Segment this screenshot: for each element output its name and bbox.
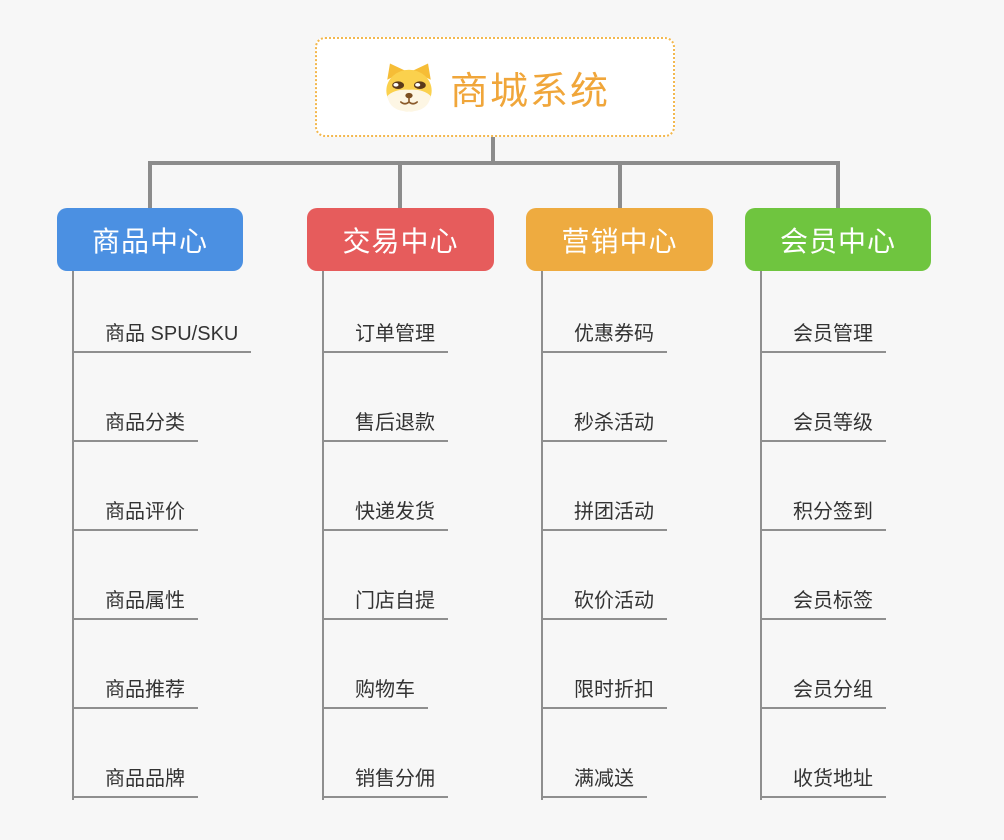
leaf-node[interactable]: 订单管理 <box>322 317 448 353</box>
root-node[interactable]: 商城系统 <box>315 37 675 137</box>
leaf-node[interactable]: 拼团活动 <box>541 495 667 531</box>
leaf-node[interactable]: 会员分组 <box>760 673 886 709</box>
leaf-node[interactable]: 满减送 <box>541 762 647 798</box>
leaf-node[interactable]: 会员管理 <box>760 317 886 353</box>
leaf-node[interactable]: 商品 SPU/SKU <box>72 317 252 353</box>
branch-label: 商品中心 <box>91 225 208 257</box>
branch-node-product-center[interactable]: 商品中心 <box>57 208 243 271</box>
connector-bus <box>148 161 840 165</box>
branch-label: 会员中心 <box>779 225 896 257</box>
connector-drop <box>836 161 840 208</box>
branch-node-marketing-center[interactable]: 营销中心 <box>526 208 713 271</box>
leaf-node[interactable]: 会员等级 <box>760 406 886 442</box>
leaf-node[interactable]: 限时折扣 <box>541 673 667 709</box>
connector-drop <box>398 161 402 208</box>
leaf-node[interactable]: 商品评价 <box>72 495 198 531</box>
leaf-node[interactable]: 秒杀活动 <box>541 406 667 442</box>
root-title: 商城系统 <box>449 70 610 113</box>
branch-child-line <box>72 271 74 800</box>
leaf-node[interactable]: 商品属性 <box>72 584 198 620</box>
leaf-node[interactable]: 商品分类 <box>72 406 198 442</box>
leaf-node[interactable]: 购物车 <box>322 673 428 709</box>
branch-child-line <box>760 271 762 800</box>
leaf-node[interactable]: 售后退款 <box>322 406 448 442</box>
leaf-node[interactable]: 收货地址 <box>760 762 886 798</box>
leaf-node[interactable]: 商品推荐 <box>72 673 198 709</box>
leaf-node[interactable]: 销售分佣 <box>322 762 448 798</box>
leaf-node[interactable]: 会员标签 <box>760 584 886 620</box>
leaf-node[interactable]: 砍价活动 <box>541 584 667 620</box>
branch-node-member-center[interactable]: 会员中心 <box>745 208 931 271</box>
branch-label: 交易中心 <box>342 225 459 257</box>
connector-drop <box>148 161 152 208</box>
shiba-dog-icon <box>386 63 432 112</box>
leaf-node[interactable]: 快递发货 <box>322 495 448 531</box>
leaf-node[interactable]: 商品品牌 <box>72 762 198 798</box>
branch-label: 营销中心 <box>561 225 678 257</box>
connector-drop <box>618 161 622 208</box>
branch-node-trade-center[interactable]: 交易中心 <box>307 208 494 271</box>
leaf-node[interactable]: 门店自提 <box>322 584 448 620</box>
connector-root-stem <box>491 136 495 165</box>
branch-child-line <box>541 271 543 800</box>
branch-child-line <box>322 271 324 800</box>
leaf-node[interactable]: 优惠券码 <box>541 317 667 353</box>
leaf-node[interactable]: 积分签到 <box>760 495 886 531</box>
